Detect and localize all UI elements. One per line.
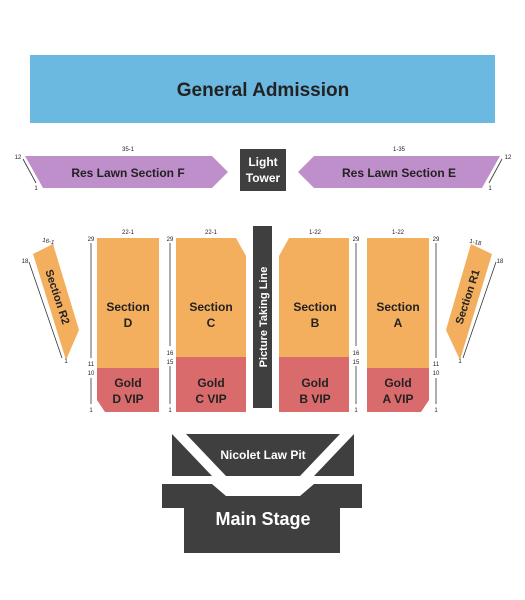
general-admission-area[interactable] — [30, 55, 495, 123]
row-col3-mid2: 15 — [353, 360, 360, 366]
pit-right-cut — [300, 434, 354, 476]
picture-taking-line-bar — [253, 226, 272, 408]
main-stage-area — [162, 484, 362, 553]
section-b-label-line1: Section — [293, 300, 336, 314]
section-r1-row-top: 18 — [497, 259, 504, 265]
section-b-area[interactable] — [279, 238, 349, 357]
gold-a-vip-area[interactable] — [367, 368, 429, 412]
section-c-seat-range: 22-1 — [205, 230, 218, 236]
main-stage: Main Stage — [162, 484, 362, 553]
picture-taking-line: Picture Taking Line — [253, 226, 272, 408]
row-col4-mid1: 11 — [433, 362, 440, 368]
gold-a-vip-label-line1: Gold — [384, 376, 411, 390]
section-c[interactable]: 22-1 Section C — [176, 230, 246, 357]
section-c-label-line2: C — [207, 316, 216, 330]
lawn-section-e-area[interactable] — [298, 156, 500, 188]
section-r2-area[interactable] — [33, 244, 79, 360]
lawn-section-e-seat-range: 1-35 — [393, 147, 406, 153]
lawn-section-f-row-bottom: 1 — [34, 186, 38, 192]
light-tower-label-line1: Light — [248, 155, 277, 169]
lawn-section-f-row-top: 12 — [15, 155, 22, 161]
section-c-area[interactable] — [176, 238, 246, 357]
section-a-seat-range: 1-22 — [392, 230, 405, 236]
section-b[interactable]: 1-22 Section B — [279, 230, 349, 357]
gold-b-vip-label-line2: B VIP — [299, 392, 330, 406]
lawn-section-f-row-line — [22, 158, 37, 184]
row-col2-mid1: 16 — [167, 351, 174, 357]
section-r2-row-bottom: 1 — [64, 359, 68, 365]
gold-d-vip[interactable]: Gold D VIP — [97, 368, 159, 412]
row-col1-mid1: 11 — [88, 362, 95, 368]
row-col3-top: 29 — [353, 237, 360, 243]
general-admission-label: General Admission — [177, 80, 349, 101]
nicolet-law-pit[interactable]: Nicolet Law Pit — [172, 434, 354, 476]
row-col2-mid2: 15 — [167, 360, 174, 366]
lawn-section-f[interactable]: Res Lawn Section F 35-1 12 1 — [15, 147, 228, 192]
lawn-section-e-row-top: 12 — [505, 155, 512, 161]
main-stage-label: Main Stage — [215, 509, 310, 529]
section-r2-row-line — [28, 261, 63, 359]
section-r2-row-top: 18 — [22, 259, 29, 265]
nicolet-law-pit-area[interactable] — [172, 434, 354, 476]
lawn-section-e-row-bottom: 1 — [488, 186, 492, 192]
row-col4-mid2: 10 — [433, 371, 440, 377]
row-col1-mid2: 10 — [88, 371, 95, 377]
section-d-area[interactable] — [97, 238, 159, 368]
section-a[interactable]: 1-22 Section A — [367, 230, 429, 368]
general-admission-section[interactable]: General Admission — [30, 55, 495, 123]
section-a-area[interactable] — [367, 238, 429, 368]
lawn-section-f-area[interactable] — [25, 156, 228, 188]
section-a-label-line2: A — [394, 316, 403, 330]
row-col1-top: 29 — [88, 237, 95, 243]
section-a-label-line1: Section — [376, 300, 419, 314]
lawn-section-f-label: Res Lawn Section F — [71, 166, 184, 180]
row-col3-bottom: 1 — [354, 408, 358, 414]
gold-d-vip-label-line2: D VIP — [112, 392, 143, 406]
section-r1-row-line — [462, 261, 497, 359]
row-col2-top: 29 — [167, 237, 174, 243]
light-tower-label-line2: Tower — [246, 171, 281, 185]
section-d-seat-range: 22-1 — [122, 230, 135, 236]
section-c-label-line1: Section — [189, 300, 232, 314]
section-r1-area[interactable] — [446, 244, 492, 360]
gold-a-vip[interactable]: Gold A VIP — [367, 368, 429, 412]
lawn-section-e[interactable]: Res Lawn Section E 1-35 12 1 — [298, 147, 512, 192]
section-r1-seat-range: 1-18 — [469, 239, 483, 248]
nicolet-law-pit-label: Nicolet Law Pit — [220, 448, 305, 462]
gold-d-vip-area[interactable] — [97, 368, 159, 412]
row-col4-bottom: 1 — [434, 408, 438, 414]
gold-c-vip-area[interactable] — [176, 357, 246, 412]
row-col4-top: 29 — [433, 237, 440, 243]
pit-left-cut — [172, 434, 226, 476]
section-d[interactable]: 22-1 Section D — [97, 230, 159, 368]
row-col1-bottom: 1 — [89, 408, 93, 414]
row-markers: 29 11 10 1 29 16 15 1 29 16 15 1 29 11 1… — [88, 237, 440, 414]
section-r1-row-bottom: 1 — [458, 359, 462, 365]
light-tower-block — [240, 149, 286, 191]
section-r2[interactable]: Section R2 16-1 18 1 — [22, 238, 79, 365]
gold-c-vip[interactable]: Gold C VIP — [176, 357, 246, 412]
picture-taking-line-label: Picture Taking Line — [258, 267, 270, 368]
gold-c-vip-label-line1: Gold — [197, 376, 224, 390]
section-b-seat-range: 1-22 — [309, 230, 322, 236]
gold-b-vip-area[interactable] — [279, 357, 349, 412]
row-col2-bottom: 1 — [168, 408, 172, 414]
light-tower: Light Tower — [240, 149, 286, 191]
gold-d-vip-label-line1: Gold — [114, 376, 141, 390]
row-col3-mid1: 16 — [353, 351, 360, 357]
section-r2-seat-range: 16-1 — [42, 238, 56, 247]
gold-a-vip-label-line2: A VIP — [383, 392, 414, 406]
section-r1[interactable]: Section R1 1-18 18 1 — [446, 239, 504, 365]
gold-c-vip-label-line2: C VIP — [195, 392, 226, 406]
section-b-label-line2: B — [311, 316, 320, 330]
section-d-label-line1: Section — [106, 300, 149, 314]
gold-b-vip-label-line1: Gold — [301, 376, 328, 390]
lawn-section-f-seat-range: 35-1 — [122, 147, 135, 153]
lawn-section-e-row-line — [488, 158, 503, 184]
lawn-section-e-label: Res Lawn Section E — [342, 166, 456, 180]
gold-b-vip[interactable]: Gold B VIP — [279, 357, 349, 412]
section-d-label-line2: D — [124, 316, 133, 330]
